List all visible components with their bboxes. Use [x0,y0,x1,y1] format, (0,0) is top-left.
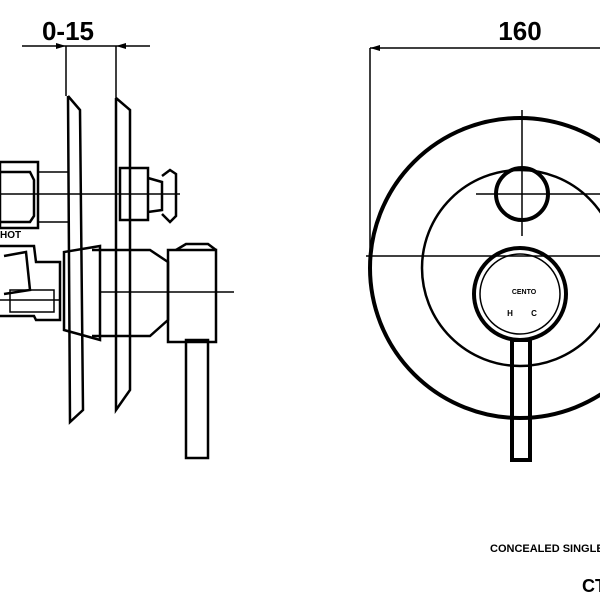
cover-plate [368,116,600,420]
hot-mark: H [507,309,513,318]
width-dimension: 160 [369,16,600,270]
side-view: 0-15 HOT [0,16,234,460]
depth-dimension: 0-15 [22,16,150,100]
lever-handle [62,242,234,460]
hot-label: HOT [0,230,21,241]
brand-label: CENTO [512,289,537,296]
wall-plate [66,95,132,425]
product-description: CONCEALED SINGLE [490,543,600,555]
title-block: CONCEALED SINGLE CT [490,543,600,596]
product-code: CT [582,576,600,596]
inner-ring [420,168,600,368]
depth-dimension-label: 0-15 [42,16,94,46]
valve-body: HOT [0,160,68,322]
front-view: 160 CENTO H C [366,16,600,462]
diverter-knob [0,166,180,224]
handle-lever [510,338,532,462]
width-dimension-label: 160 [498,16,541,46]
cold-mark: C [531,309,537,318]
